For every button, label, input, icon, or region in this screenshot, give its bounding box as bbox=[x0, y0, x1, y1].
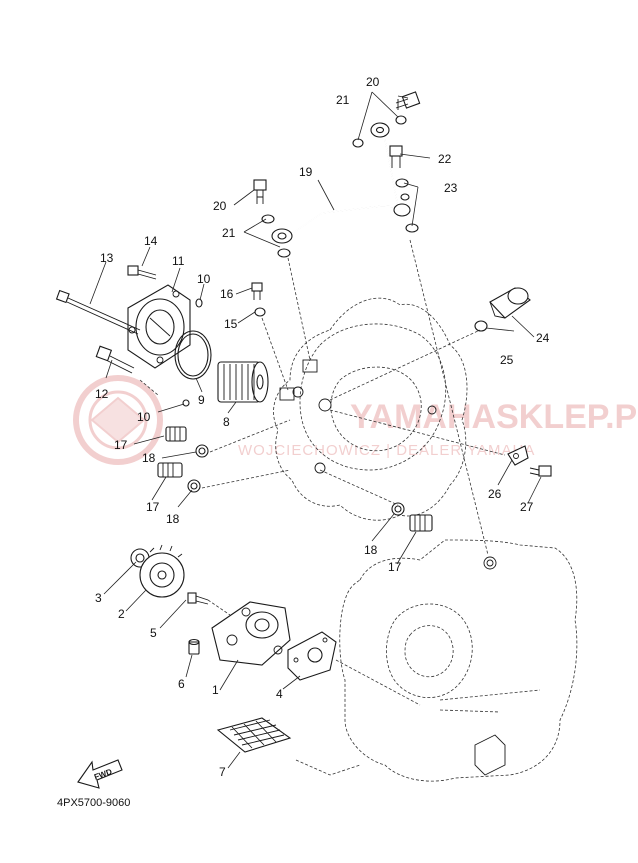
washer-18b bbox=[187, 479, 201, 493]
callout-8[interactable]: 8 bbox=[223, 415, 230, 429]
callout-22[interactable]: 22 bbox=[438, 152, 452, 166]
leader-lines bbox=[89, 91, 542, 776]
watermark: YAMAHASKLEP.PL WOJCIECHOWICZ | DEALER YA… bbox=[73, 375, 638, 465]
oil-pump bbox=[211, 601, 291, 666]
callout-2[interactable]: 2 bbox=[118, 607, 125, 621]
plug-17a bbox=[165, 426, 187, 442]
union-bolt-22 bbox=[389, 145, 403, 168]
oil-pump-gear-2 bbox=[139, 544, 185, 598]
oil-gauge bbox=[489, 287, 531, 319]
callout-10b[interactable]: 10 bbox=[137, 410, 151, 424]
oil-filter-cover bbox=[127, 284, 191, 369]
callout-27[interactable]: 27 bbox=[520, 500, 534, 514]
bolt-16 bbox=[251, 282, 263, 300]
callout-3[interactable]: 3 bbox=[95, 591, 102, 605]
callout-21b[interactable]: 21 bbox=[222, 226, 236, 240]
screw-6 bbox=[188, 638, 200, 655]
oil-strainer bbox=[216, 717, 292, 753]
callout-20b[interactable]: 20 bbox=[213, 199, 227, 213]
forward-arrow: FWD bbox=[77, 759, 123, 789]
callout-5[interactable]: 5 bbox=[150, 626, 157, 640]
callout-13[interactable]: 13 bbox=[100, 251, 114, 265]
callout-21a[interactable]: 21 bbox=[336, 93, 350, 107]
drawing-code: 4PX5700-9060 bbox=[57, 797, 130, 809]
callout-1[interactable]: 1 bbox=[212, 683, 219, 697]
watermark-main-text: YAMAHASKLEP.PL bbox=[350, 398, 638, 436]
callout-17a[interactable]: 17 bbox=[114, 438, 128, 452]
washer-18a bbox=[195, 444, 209, 458]
callout-24[interactable]: 24 bbox=[536, 331, 550, 345]
o-ring-25 bbox=[474, 320, 488, 332]
small-o-rings bbox=[182, 298, 203, 407]
callout-25[interactable]: 25 bbox=[500, 353, 514, 367]
callout-11[interactable]: 11 bbox=[172, 254, 185, 268]
callout-7[interactable]: 7 bbox=[219, 765, 226, 779]
union-bolt-small bbox=[253, 179, 267, 204]
plug-17b bbox=[157, 462, 183, 478]
gasket-4 bbox=[287, 631, 337, 681]
washer-15 bbox=[254, 307, 266, 317]
callout-4[interactable]: 4 bbox=[276, 687, 283, 701]
callout-15[interactable]: 15 bbox=[224, 317, 238, 331]
callouts: 1 2 3 4 5 6 7 8 9 10 10 11 12 13 14 15 1… bbox=[95, 75, 550, 779]
oil-delivery-pipe bbox=[271, 122, 411, 244]
crankcase bbox=[339, 539, 578, 782]
callout-19[interactable]: 19 bbox=[299, 165, 313, 179]
watermark-sub-text: WOJCIECHOWICZ | DEALER YAMAHA bbox=[238, 442, 535, 459]
crankcase-cover bbox=[273, 297, 468, 521]
callout-12[interactable]: 12 bbox=[95, 387, 109, 401]
callout-18a[interactable]: 18 bbox=[142, 451, 156, 465]
callout-9[interactable]: 9 bbox=[198, 393, 205, 407]
short-bolt-14 bbox=[127, 265, 157, 280]
bolt-12 bbox=[95, 345, 135, 374]
washer-18c bbox=[391, 502, 405, 516]
callout-6[interactable]: 6 bbox=[178, 677, 185, 691]
oil-filter bbox=[217, 361, 269, 403]
callout-20a[interactable]: 20 bbox=[366, 75, 380, 89]
callout-18c[interactable]: 18 bbox=[364, 543, 378, 557]
watermark-logo bbox=[73, 375, 163, 465]
callout-26[interactable]: 26 bbox=[488, 487, 502, 501]
screw-5 bbox=[187, 592, 209, 605]
bracket-26 bbox=[507, 445, 529, 466]
o-ring-9 bbox=[174, 330, 212, 380]
callout-17b[interactable]: 17 bbox=[146, 500, 160, 514]
callout-23[interactable]: 23 bbox=[444, 181, 458, 195]
bolt-27 bbox=[529, 465, 552, 477]
callout-18b[interactable]: 18 bbox=[166, 512, 180, 526]
callout-16[interactable]: 16 bbox=[220, 287, 234, 301]
long-bolt bbox=[55, 289, 141, 335]
plug-17c bbox=[409, 514, 433, 532]
callout-17c[interactable]: 17 bbox=[388, 560, 402, 574]
callout-14[interactable]: 14 bbox=[144, 234, 158, 248]
union-bolt bbox=[395, 91, 421, 110]
callout-10a[interactable]: 10 bbox=[197, 272, 211, 286]
